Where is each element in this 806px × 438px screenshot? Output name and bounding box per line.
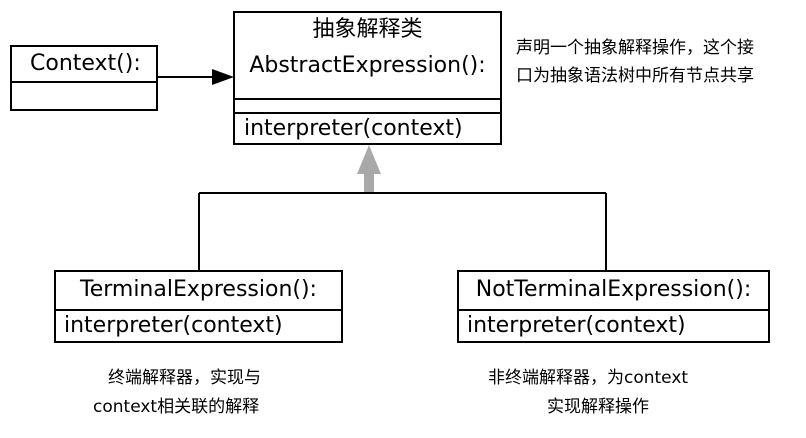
abstract-note-line2: 口为抽象语法树中所有节点共享 (516, 66, 754, 86)
terminal-note-line1: 终端解释器，实现与 (108, 368, 261, 388)
abstract-expression-class: 抽象解释类 AbstractExpression(): interpreter(… (233, 11, 502, 145)
nonterminal-note-line1: 非终端解释器，为context (488, 368, 689, 388)
abstract-expression-stereotype: 抽象解释类 (312, 17, 423, 42)
abstract-expression-method: interpreter(context) (244, 116, 463, 141)
abstract-expression-attributes (235, 98, 500, 112)
terminal-expression-header: TerminalExpression(): (56, 272, 341, 309)
context-attributes (12, 81, 156, 111)
nonterminal-expression-method: interpreter(context) (467, 313, 686, 338)
abstract-expression-methods: interpreter(context) (235, 112, 500, 145)
terminal-expression-class: TerminalExpression(): interpreter(contex… (54, 270, 343, 343)
generalization-arrow-shaft (364, 170, 374, 192)
context-class: Context(): (10, 45, 158, 111)
nonterminal-expression-class: NotTerminalExpression(): interpreter(con… (457, 270, 770, 343)
abstract-note-line1: 声明一个抽象解释操作，这个接 (516, 38, 754, 58)
nonterminal-note-line2: 实现解释操作 (547, 397, 649, 417)
generalization-arrowhead-icon (357, 145, 381, 174)
terminal-expression-method: interpreter(context) (64, 313, 283, 338)
nonterminal-expression-methods: interpreter(context) (459, 309, 768, 343)
context-name: Context(): (30, 51, 141, 76)
association-arrowhead-icon (212, 69, 234, 85)
nonterminal-expression-header: NotTerminalExpression(): (459, 272, 768, 309)
terminal-expression-name: TerminalExpression(): (80, 277, 317, 302)
nonterminal-expression-name: NotTerminalExpression(): (475, 277, 752, 302)
abstract-expression-name: AbstractExpression(): (249, 53, 486, 78)
terminal-expression-methods: interpreter(context) (56, 309, 341, 343)
terminal-note-line2: context相关联的解释 (93, 397, 260, 417)
context-header: Context(): (12, 47, 156, 81)
abstract-expression-header: 抽象解释类 AbstractExpression(): (235, 13, 500, 98)
